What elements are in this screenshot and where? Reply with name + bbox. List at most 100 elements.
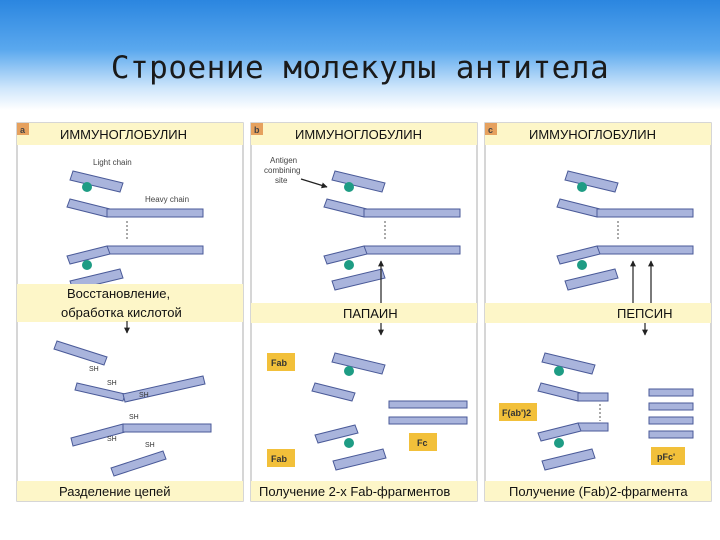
pfc-piece-3 (648, 416, 694, 425)
panel-a-letter: a (20, 125, 26, 135)
heavy-chain-label: Heavy chain (145, 195, 189, 204)
antigen-site-dot-lower (82, 260, 92, 270)
panel-b-caption-band (251, 481, 477, 501)
fab-upper-dot (344, 366, 354, 376)
panel-a-header-band (17, 123, 243, 145)
fc-upper-chain (388, 400, 468, 409)
fab2-lower-heavy-arm (537, 422, 582, 442)
panel-b-treatment: ПАПАИН (343, 306, 398, 321)
fab-lower-dot (344, 438, 354, 448)
fc-label: Fc (417, 438, 428, 448)
free-light-chain-1 (53, 340, 108, 366)
panel-b: b ИММУНОГЛОБУЛИН Antigen combining site … (250, 122, 478, 502)
sh-group-5: SH (107, 436, 117, 443)
panel-c-letter: c (488, 125, 493, 135)
panel-a-caption-band (17, 481, 243, 501)
light-chain-upper (331, 170, 386, 193)
free-heavy-chain-1-tail (122, 375, 206, 403)
pfc-label: pFc' (657, 452, 675, 462)
free-heavy-chain-1-arm (74, 382, 126, 402)
antibody-figure: a ИММУНОГЛОБУЛИН Light chain Heavy chain… (15, 121, 713, 503)
fab-upper-heavy (311, 382, 356, 402)
fab-upper-light (331, 352, 386, 375)
panel-b-header-band (251, 123, 477, 145)
antigen-site-label-line-1: Antigen (270, 156, 297, 165)
antigen-site-pointer (300, 178, 328, 189)
sh-group-4: SH (129, 414, 139, 421)
sh-group-6: SH (145, 442, 155, 449)
fab2-upper-hinge (577, 392, 609, 402)
panel-b-antibody: Antigen combining site (264, 156, 461, 303)
heavy-chain-lower-arm (66, 245, 111, 265)
antigen-site-dot-upper (344, 182, 354, 192)
fab2-lower-dot (554, 438, 564, 448)
fc-lower-chain (388, 416, 468, 425)
panel-b-letter: b (254, 125, 260, 135)
fab-box-lower (267, 449, 295, 467)
light-chain-lower (331, 268, 386, 291)
panel-a-treatment-band (17, 284, 243, 322)
heavy-chain-lower-tail (363, 245, 461, 255)
sh-group-1: SH (89, 366, 99, 373)
heavy-chain-lower-arm (323, 245, 368, 265)
panel-c-caption-band (485, 481, 711, 501)
heavy-chain-lower-tail (106, 245, 204, 255)
antigen-site-dot-lower (577, 260, 587, 270)
light-chain-lower (564, 268, 619, 291)
fab-box-upper (267, 353, 295, 371)
pfc-box (651, 447, 685, 465)
antigen-site-dot-upper (82, 182, 92, 192)
panel-c-caption: Получение (Fab)2-фрагмента (509, 484, 688, 499)
sh-group-2: SH (107, 380, 117, 387)
panel-a: a ИММУНОГЛОБУЛИН Light chain Heavy chain… (16, 122, 244, 502)
heavy-chain-lower-arm (556, 245, 601, 265)
antigen-site-label-line-2: combining (264, 166, 300, 175)
light-chain-label: Light chain (93, 158, 132, 167)
fab2-lower-hinge (577, 422, 609, 432)
panel-b-letter-badge (251, 123, 263, 135)
panel-c-header: ИММУНОГЛОБУЛИН (529, 127, 656, 142)
fab2-lower-light (541, 448, 596, 471)
fab-label-upper: Fab (271, 358, 288, 368)
panel-b-treatment-band (251, 303, 477, 323)
free-heavy-chain-2-tail (122, 423, 212, 433)
fc-box (409, 433, 437, 451)
light-chain-upper (564, 170, 619, 193)
panel-c-treatment-band (485, 303, 711, 323)
light-chain-upper (69, 170, 124, 193)
free-light-chain-2 (110, 450, 167, 477)
title-gradient-band (0, 0, 720, 110)
fab2-upper-light (541, 352, 596, 375)
fab2-upper-dot (554, 366, 564, 376)
pfc-piece-1 (648, 388, 694, 397)
panel-a-letter-badge (17, 123, 29, 135)
heavy-chain-upper-tail (596, 208, 694, 218)
panel-a-separated-chains: SH SH SH SH SH SH (53, 340, 212, 477)
panel-b-header: ИММУНОГЛОБУЛИН (295, 127, 422, 142)
antigen-site-dot-upper (577, 182, 587, 192)
panel-a-header: ИММУНОГЛОБУЛИН (60, 127, 187, 142)
fab2-label: F(ab')2 (502, 408, 531, 418)
panel-a-treatment-line-2: обработка кислотой (61, 305, 182, 320)
heavy-chain-upper-tail (106, 208, 204, 218)
fab-lower-heavy (314, 424, 359, 444)
panel-c-header-band (485, 123, 711, 145)
slide-title: Строение молекулы антитела (110, 50, 610, 86)
pfc-piece-4 (648, 430, 694, 439)
pfc-piece-2 (648, 402, 694, 411)
heavy-chain-upper-tail (363, 208, 461, 218)
sh-group-3: SH (139, 392, 149, 399)
panel-c-fragments: F(ab')2 pFc' (499, 352, 694, 471)
panel-c-letter-badge (485, 123, 497, 135)
panel-b-caption: Получение 2-х Fab-фрагментов (259, 484, 450, 499)
heavy-chain-lower-tail (596, 245, 694, 255)
panel-c-treatment: ПЕПСИН (617, 306, 672, 321)
fab-label-lower: Fab (271, 454, 288, 464)
fab-lower-light (332, 448, 387, 471)
panel-c-antibody (556, 170, 694, 303)
panel-a-treatment-line-1: Восстановление, (67, 286, 170, 301)
fab2-box (499, 403, 537, 421)
antigen-site-dot-lower (344, 260, 354, 270)
antigen-site-label-line-3: site (275, 176, 288, 185)
panel-b-fragments: Fab Fc Fab (267, 352, 468, 471)
